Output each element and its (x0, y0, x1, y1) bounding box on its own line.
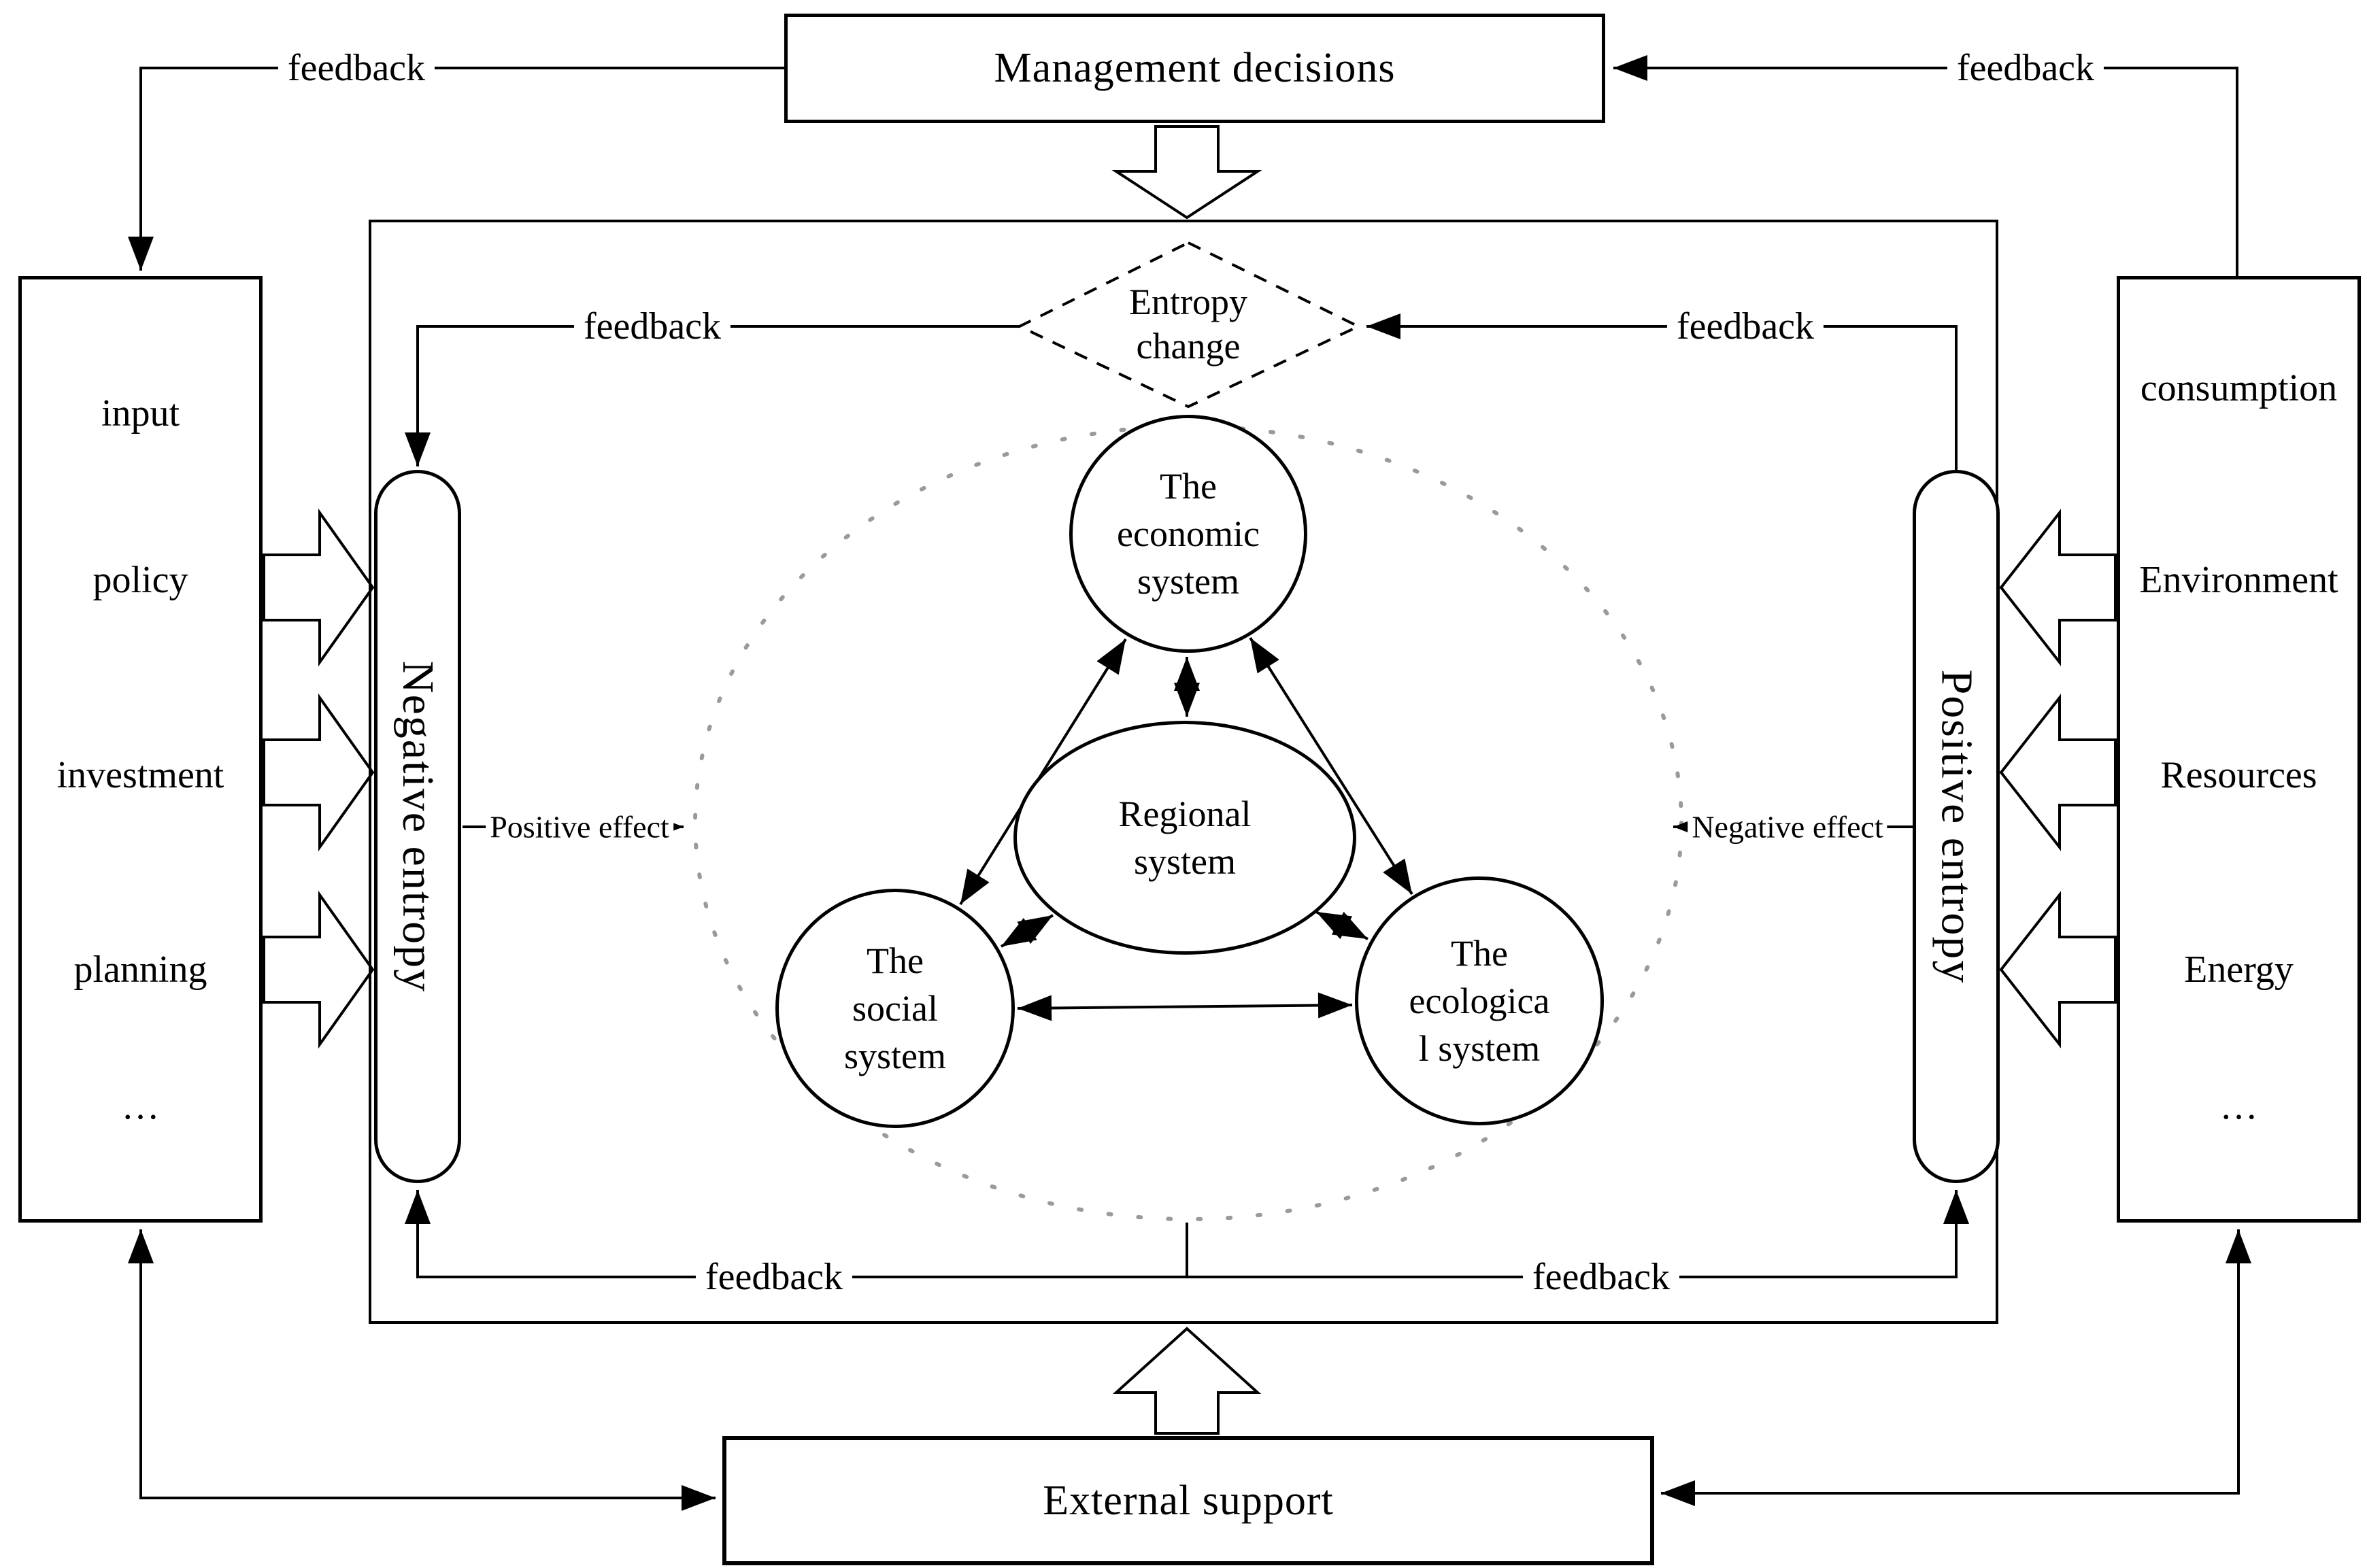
regional-system-ellipse: Regional system (1013, 721, 1356, 955)
regional-social-arrow (1000, 914, 1054, 948)
feedback-wire-middle-left (405, 325, 1020, 466)
social-system-label: The social system (843, 940, 946, 1077)
external-up-hollow-arrow-icon (1112, 1327, 1262, 1435)
social-system-circle: The social system (775, 889, 1015, 1128)
left-item-investment: investment (56, 754, 224, 796)
economic-system-circle: The economic system (1069, 415, 1307, 653)
economic-system-label: The economic system (1117, 465, 1260, 602)
consumption-left-hollow-arrow-icon-3 (1999, 891, 2117, 1049)
feedback-label-top-left: feedback (278, 46, 435, 90)
negative-entropy-label: Negative entropy (393, 660, 443, 993)
left-item-input: input (101, 392, 180, 434)
positive-effect-label: Positive effect (486, 808, 673, 845)
entropy-change-diamond (1016, 241, 1362, 409)
right-item-ellipsis: … (2219, 1085, 2258, 1127)
negative-entropy-pill: Negative entropy (374, 470, 461, 1183)
economic-ecological-arrow (1249, 636, 1413, 896)
management-down-hollow-arrow-icon (1111, 125, 1262, 220)
external-support-right-wire (1661, 1229, 2251, 1506)
right-item-resources: Resources (2160, 754, 2317, 796)
external-support-box: External support (722, 1436, 1654, 1565)
input-right-hollow-arrow-icon-1 (263, 508, 375, 667)
feedback-wire-top-right (1613, 55, 2238, 276)
social-ecological-arrow (1017, 992, 1353, 1021)
left-item-planning: planning (73, 949, 207, 991)
right-item-consumption: consumption (2140, 367, 2338, 409)
left-item-policy: policy (93, 559, 188, 601)
management-decisions-label: Management decisions (994, 45, 1396, 91)
feedback-label-bottom-left: feedback (695, 1255, 853, 1299)
positive-entropy-label: Positive entropy (1932, 669, 1981, 984)
external-support-left-wire (128, 1229, 716, 1511)
feedback-label-middle-left: feedback (573, 305, 731, 348)
positive-entropy-pill: Positive entropy (1913, 470, 2000, 1183)
consumption-left-hollow-arrow-icon-2 (1999, 694, 2117, 851)
feedback-label-middle-right: feedback (1666, 305, 1824, 348)
regional-ecological-arrow (1315, 910, 1369, 940)
feedback-label-bottom-right: feedback (1522, 1255, 1680, 1299)
right-item-environment: Environment (2139, 559, 2338, 601)
ecological-system-circle: The ecologica l system (1355, 876, 1604, 1125)
feedback-wire-top-left (128, 67, 784, 271)
input-factors-box (18, 276, 263, 1223)
feedback-label-top-right: feedback (1947, 46, 2104, 90)
right-item-energy: Energy (2184, 949, 2294, 991)
input-right-hollow-arrow-icon-3 (263, 890, 375, 1049)
negative-effect-label: Negative effect (1688, 808, 1887, 845)
left-item-ellipsis: … (121, 1085, 160, 1127)
feedback-wire-middle-right (1366, 313, 1958, 470)
consumption-left-hollow-arrow-icon-1 (1999, 509, 2117, 666)
management-decisions-box: Management decisions (784, 14, 1605, 123)
regional-system-label: Regional system (1118, 793, 1252, 882)
consumption-factors-box (2117, 276, 2361, 1223)
input-right-hollow-arrow-icon-2 (263, 693, 375, 852)
ecological-system-label: The ecologica l system (1409, 932, 1550, 1070)
entropy-change-label: Entropy change (1129, 282, 1247, 367)
external-support-label: External support (1043, 1477, 1334, 1524)
